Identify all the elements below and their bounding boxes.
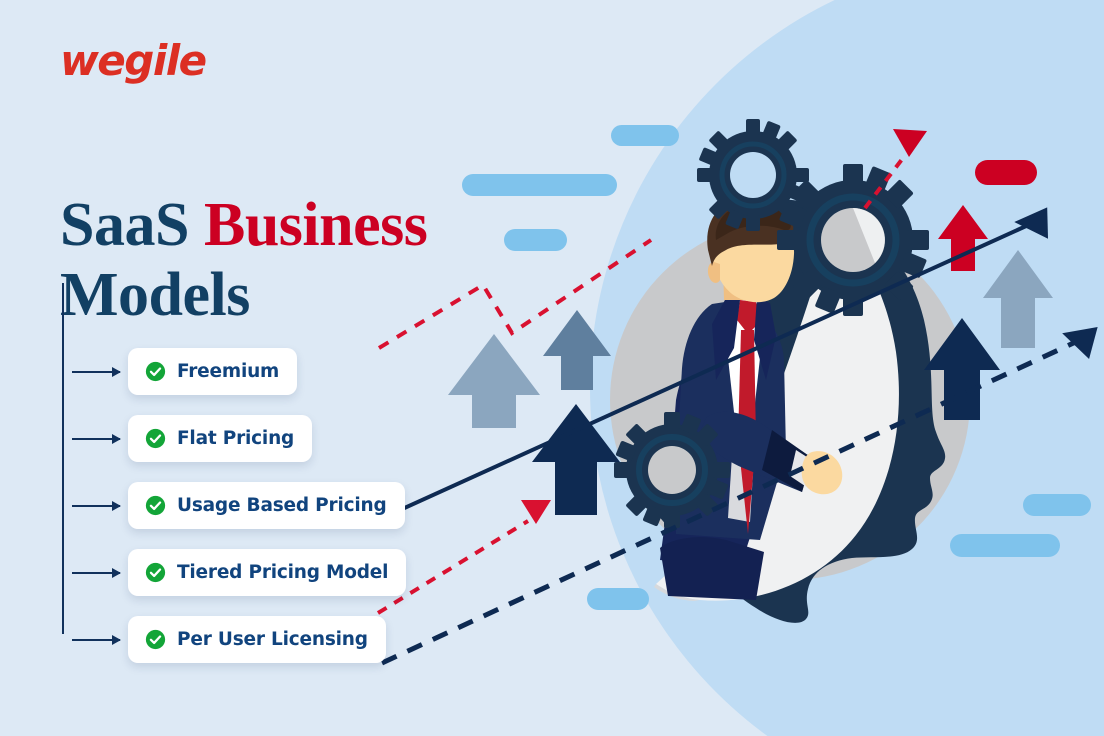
page-title: SaaS Business Models (60, 190, 490, 331)
up-arrow-navy-right (924, 318, 1000, 420)
check-circle-icon (145, 629, 166, 650)
model-card[interactable]: Flat Pricing (128, 415, 313, 462)
up-arrow-steel-right (983, 250, 1053, 348)
gear-large (777, 164, 929, 316)
model-card[interactable]: Per User Licensing (128, 616, 386, 663)
growth-arrow-solid-navy (377, 207, 1049, 522)
list-item[interactable]: Per User Licensing (62, 606, 482, 673)
up-arrow-steel-left (448, 334, 540, 428)
arrow-connector-icon (72, 567, 121, 578)
model-label: Flat Pricing (177, 428, 295, 449)
decorative-pills (462, 125, 1091, 610)
red-pill (975, 160, 1037, 185)
title-part-saas: SaaS (60, 190, 204, 259)
wegile-logo[interactable]: wegile (60, 36, 207, 85)
up-arrow-steel-mid (543, 310, 611, 390)
model-label: Freemium (177, 361, 280, 382)
check-circle-icon (145, 361, 166, 382)
growth-arrow-dashed-red (376, 500, 551, 615)
list-item[interactable]: Usage Based Pricing (62, 472, 482, 539)
model-label: Usage Based Pricing (177, 495, 387, 516)
model-card[interactable]: Tiered Pricing Model (128, 549, 407, 596)
arrow-connector-icon (72, 433, 121, 444)
list-item[interactable]: Freemium (62, 338, 482, 405)
model-card[interactable]: Freemium (128, 348, 298, 395)
title-part-models: Models (60, 261, 250, 330)
business-models-list: Freemium Flat Pricing Usage Based Pricin (62, 338, 482, 673)
gear-small-top (697, 119, 809, 231)
title-part-business: Business (203, 190, 428, 259)
connector-rail (62, 283, 64, 634)
gear-small-bottom (614, 412, 730, 528)
up-arrow-navy-left (532, 404, 620, 515)
growth-arrow-dashed-navy (380, 327, 1098, 666)
arrow-connector-icon (72, 366, 121, 377)
check-circle-icon (145, 428, 166, 449)
list-item[interactable]: Flat Pricing (62, 405, 482, 472)
growth-arrow-dashed-red-top (863, 129, 927, 210)
arrow-connector-icon (72, 634, 121, 645)
page-fold-edge (654, 584, 700, 601)
list-item[interactable]: Tiered Pricing Model (62, 539, 482, 606)
zigzag-dashed-red (377, 238, 653, 350)
model-label: Tiered Pricing Model (177, 562, 389, 583)
check-circle-icon (145, 562, 166, 583)
check-circle-icon (145, 495, 166, 516)
model-label: Per User Licensing (177, 629, 368, 650)
arrow-connector-icon (72, 500, 121, 511)
model-card[interactable]: Usage Based Pricing (128, 482, 405, 529)
up-arrow-red (938, 205, 988, 271)
